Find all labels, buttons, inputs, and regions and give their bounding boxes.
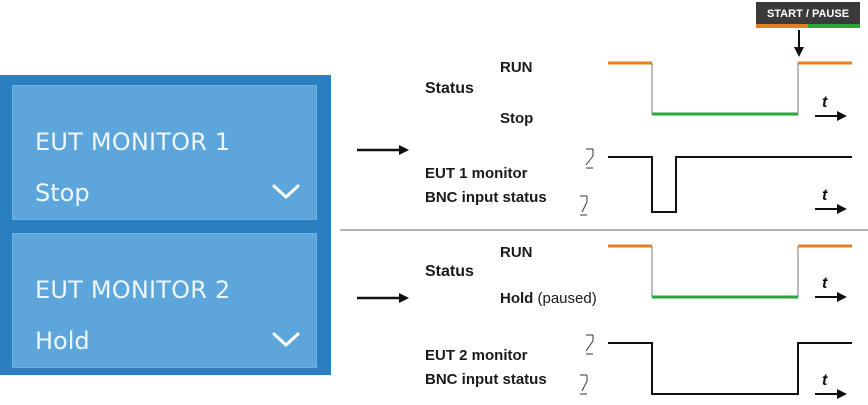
eut-monitor-1-title: EUT MONITOR 1 xyxy=(35,128,231,156)
top-monitor-label-line2: BNC input status xyxy=(425,189,547,206)
top-stop-label: Stop xyxy=(500,110,533,127)
top-status-t-label: t xyxy=(822,94,828,111)
start-pause-label: START / PAUSE xyxy=(767,8,849,20)
start-pause-bg xyxy=(756,2,860,24)
bottom-hold-label: Hold (paused) xyxy=(500,290,597,307)
eut-monitor-panel: EUT MONITOR 1 Stop EUT MONITOR 2 Hold xyxy=(0,75,331,375)
chevron-down-icon[interactable] xyxy=(271,183,301,201)
eut-monitor-2-value: Hold xyxy=(35,327,90,355)
bottom-status-label: Status xyxy=(425,263,474,280)
bottom-hold-word: Hold xyxy=(500,290,533,307)
chevron-down-icon[interactable] xyxy=(271,331,301,349)
switch-closed-icon xyxy=(580,374,588,395)
eut-monitor-1-tile[interactable]: EUT MONITOR 1 Stop xyxy=(12,85,317,220)
bottom-hold-note: (paused) xyxy=(538,290,597,307)
top-monitor-waveform xyxy=(608,156,852,213)
top-status-label: Status xyxy=(425,80,474,97)
switch-open-icon xyxy=(585,334,594,355)
bottom-monitor-waveform xyxy=(608,342,852,395)
eut-monitor-1-value: Stop xyxy=(35,179,90,207)
eut-monitor-2-tile[interactable]: EUT MONITOR 2 Hold xyxy=(12,233,317,368)
bottom-status-t-label: t xyxy=(822,275,828,292)
start-pause-stop-bar xyxy=(808,24,860,28)
switch-open-icon xyxy=(585,148,594,169)
bottom-run-label: RUN xyxy=(500,244,533,261)
switch-closed-icon xyxy=(580,195,588,216)
bottom-monitor-label-line1: EUT 2 monitor xyxy=(425,347,528,364)
bottom-monitor-t-label: t xyxy=(822,372,828,389)
start-pause-run-bar xyxy=(756,24,808,28)
start-pause-button[interactable]: START / PAUSE xyxy=(756,2,860,28)
eut-monitor-2-title: EUT MONITOR 2 xyxy=(35,276,231,304)
top-monitor-label-line1: EUT 1 monitor xyxy=(425,165,528,182)
top-monitor-t-label: t xyxy=(822,187,828,204)
top-run-label: RUN xyxy=(500,59,533,76)
bottom-monitor-label-line2: BNC input status xyxy=(425,371,547,388)
